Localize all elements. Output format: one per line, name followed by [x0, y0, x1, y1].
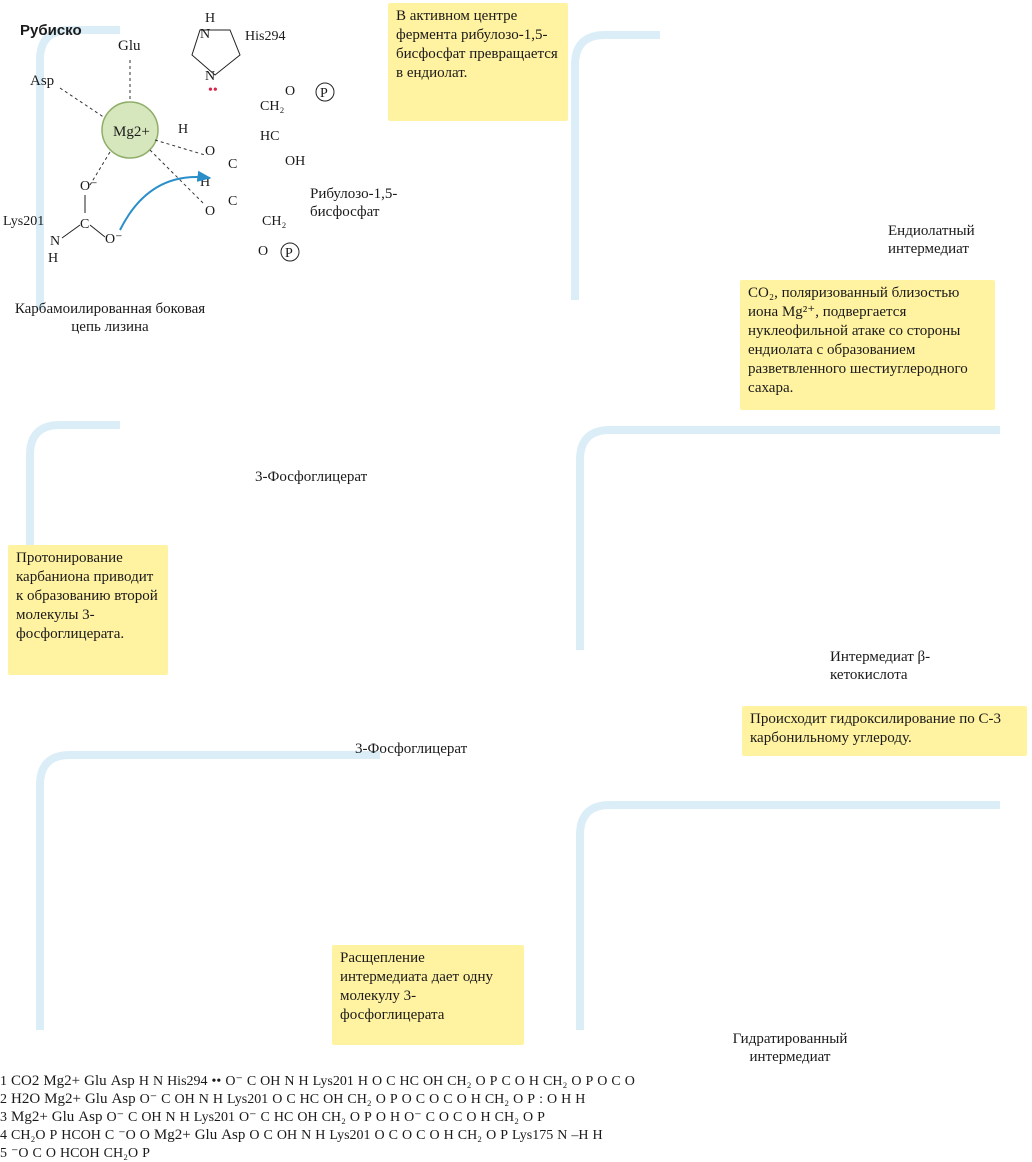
svg-text:OH: OH [285, 154, 305, 169]
step2-description: CO₂, поляризованный близостью иона Mg²⁺,… [740, 280, 995, 410]
step3-description: Происходит гидроксилирование по С-3 карб… [742, 706, 1027, 756]
svg-text:O: O [205, 144, 215, 159]
pga1-label: 3-Фосфоглицерат [255, 469, 368, 485]
mg-ion-icon [101, 101, 159, 159]
mg-label: Mg2+ [113, 124, 150, 140]
svg-text:P: P [320, 86, 328, 101]
svg-text:O: O [258, 244, 268, 259]
step2-badge: 2 H2O Mg2+ Glu Asp O⁻ C OH N H Lys201 O … [0, 3, 1027, 1161]
svg-text:N: N [205, 69, 215, 84]
mg-ion-icon: Mg2+ Glu Asp O⁻ C OH N H Lys201 O⁻ C HC … [11, 1109, 545, 1125]
co2-reagent: CO2 [11, 1073, 40, 1089]
step1-arrow: 1 CO2 Mg2+ Glu Asp H N His294 •• O⁻ C OH… [0, 3, 1027, 1161]
svg-text:N: N [50, 234, 60, 249]
svg-text:P: P [285, 246, 293, 261]
step1-badge: 1 CO2 Mg2+ Glu Asp H N His294 •• O⁻ C OH… [0, 3, 1027, 1161]
diagram-title: Рубиско [20, 22, 82, 39]
svg-text:O: O [205, 204, 215, 219]
enediolate-label: Ендиолатный интермедиат [888, 223, 975, 257]
carbanion-complex: Mg2+ Glu Asp O C OH N H Lys201 O C O C O… [154, 1126, 603, 1143]
step2-arrow: 2 H2O Mg2+ Glu Asp O⁻ C OH N H Lys201 O … [0, 3, 1027, 1161]
svg-text:H: H [200, 175, 210, 190]
pga-product-2: CH₂O P HCOH C ⁻O O [11, 1128, 150, 1143]
mg-ion-icon: Mg2+ Glu Asp O⁻ C OH N H Lys201 O C HC O… [44, 1091, 586, 1107]
svg-text:C: C [228, 157, 237, 172]
carbamoyl-label: Карбамоилированная боковая цепь лизина [14, 301, 206, 335]
svg-text:O⁻: O⁻ [80, 179, 98, 194]
svg-text:C: C [80, 217, 89, 232]
svg-text:HC: HC [260, 129, 279, 144]
ketoacid-complex: Mg2+ Glu Asp O⁻ C OH N H Lys201 O C HC O… [44, 1090, 585, 1107]
diagram-canvas: Рубиско Mg2+ Glu Asp H N N His294 •• O⁻ … [3, 11, 1000, 1030]
svg-text:CH₂: CH₂ [260, 99, 284, 114]
hydrated-label: Гидратированный интермедиат [732, 1031, 848, 1065]
step4-description: Расщепление интермедиата дает одну молек… [332, 945, 524, 1045]
step5-badge: 5 ⁻O C O HCOH CH₂O P Рибулозо-1,5-бисфос… [0, 3, 1027, 1161]
ketoacid-label: Интермедиат β-кетокислота [830, 649, 931, 683]
ribulose-label: Рибулозо-1,5-бисфосфат [310, 186, 398, 220]
svg-text:O: O [285, 84, 295, 99]
mg-ion-icon: Mg2+ Glu Asp H N His294 •• O⁻ C OH N H L… [43, 1073, 635, 1089]
step3-badge: 3 Mg2+ Glu Asp O⁻ C OH N H Lys201 O⁻ C H… [0, 3, 1027, 1161]
pga-product-1: ⁻O C O HCOH CH₂O P [11, 1146, 150, 1161]
ribulose-complex: Mg2+ Glu Asp H N N His294 •• O⁻ C O⁻ N H… [3, 11, 335, 266]
svg-text:H: H [178, 122, 188, 137]
step5-description: Протонирование карбаниона приводит к обр… [8, 545, 168, 675]
svg-text:N: N [200, 27, 210, 42]
step4-badge: 4 CH₂O P HCOH C ⁻O O Mg2+ Glu Asp O C OH… [0, 3, 1027, 1161]
svg-text:••: •• [208, 83, 218, 98]
svg-text:H: H [48, 251, 58, 266]
svg-text:C: C [228, 194, 237, 209]
step3-arrow: 3 Mg2+ Glu Asp O⁻ C OH N H Lys201 O⁻ C H… [0, 3, 1027, 1161]
active-site-pocket [26, 26, 1000, 1030]
svg-text:CH₂: CH₂ [262, 214, 286, 229]
his294-label: His294 [245, 29, 285, 44]
step1-description: В активном центре фермента рибулозо-1,5-… [388, 3, 568, 121]
pga2-label: 3-Фосфоглицерат [355, 741, 468, 757]
step4-arrow: 4 CH₂O P HCOH C ⁻O O Mg2+ Glu Asp O C OH… [0, 3, 1027, 1161]
asp-label: Asp [30, 73, 54, 89]
glu-label: Glu [118, 38, 141, 54]
lys201-label: Lys201 [3, 214, 44, 229]
mechanism-diagram: Рубиско Mg2+ Glu Asp H N N His294 •• O⁻ … [0, 3, 1027, 1161]
mg-ion-icon: Mg2+ Glu Asp O C OH N H Lys201 O C O C O… [153, 1127, 603, 1143]
enediolate-complex: Mg2+ Glu Asp H N His294 •• O⁻ C OH N H L… [43, 1072, 635, 1089]
h2o-reagent: H2O [11, 1091, 41, 1107]
step5-arrow: 5 ⁻O C O HCOH CH₂O P Рибулозо-1,5-бисфос… [0, 3, 1027, 1161]
svg-text:H: H [205, 11, 215, 26]
svg-text:O⁻: O⁻ [105, 232, 123, 247]
hydrated-complex: Mg2+ Glu Asp O⁻ C OH N H Lys201 O⁻ C HC … [11, 1108, 545, 1125]
